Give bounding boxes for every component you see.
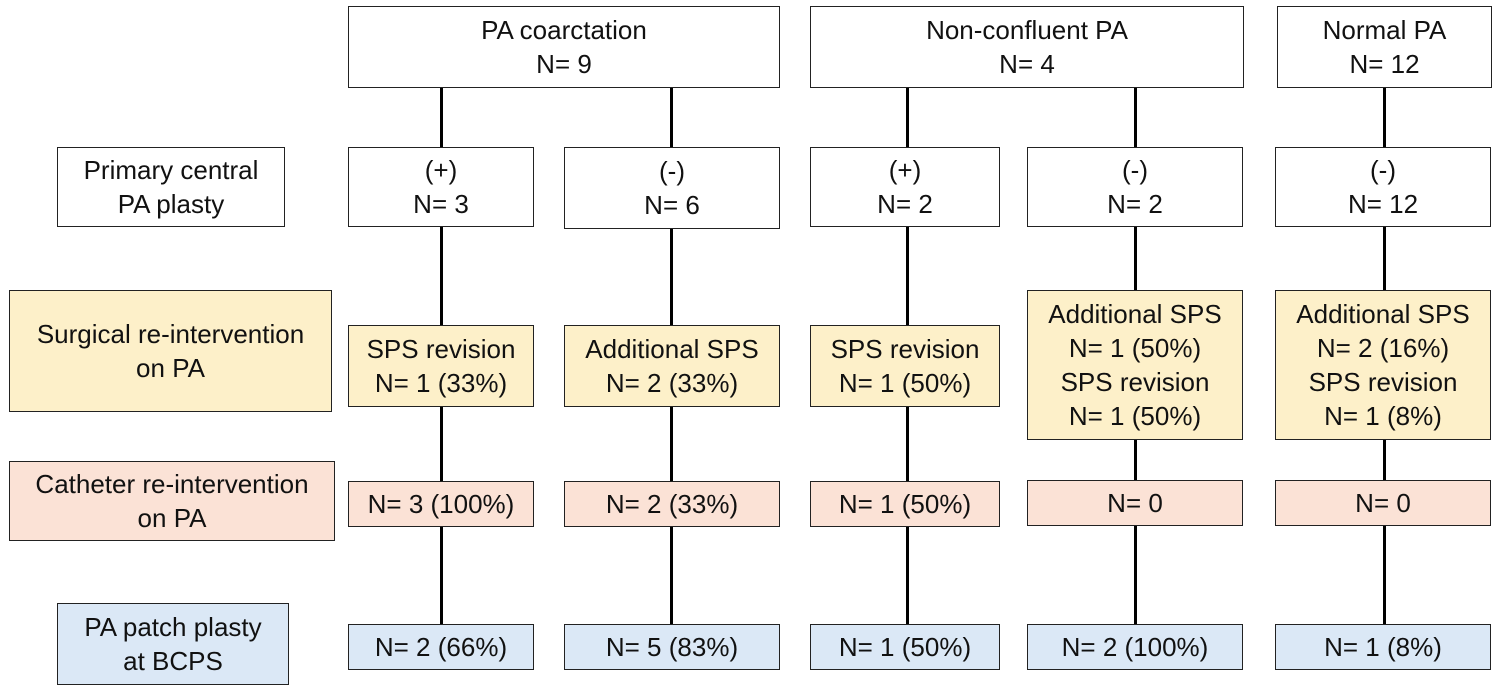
surgical-line: Additional SPS bbox=[1296, 299, 1470, 329]
primary-sign: (+) bbox=[424, 155, 458, 185]
primary-plasty-box: (+) N= 2 bbox=[810, 147, 1000, 227]
patch-count: N= 1 (8%) bbox=[1324, 632, 1442, 662]
patch-plasty-box: N= 1 (50%) bbox=[810, 624, 1000, 670]
catheter-count: N= 0 bbox=[1355, 488, 1411, 518]
surgical-line: N= 1 (50%) bbox=[1068, 333, 1202, 363]
surgical-reintervention-box: Additional SPS N= 1 (50%) SPS revision N… bbox=[1027, 290, 1243, 440]
group-count: N= 4 bbox=[999, 49, 1055, 79]
patch-plasty-box: N= 1 (8%) bbox=[1275, 624, 1491, 670]
primary-sign: (+) bbox=[888, 155, 922, 185]
primary-count: N= 6 bbox=[644, 190, 700, 220]
surgical-line: Additional SPS bbox=[585, 334, 759, 364]
surgical-reintervention-box: Additional SPS N= 2 (16%) SPS revision N… bbox=[1275, 290, 1491, 440]
primary-count: N= 3 bbox=[413, 189, 469, 219]
patch-count: N= 2 (100%) bbox=[1061, 632, 1209, 662]
group-title: Normal PA bbox=[1322, 15, 1447, 45]
surgical-line: N= 1 (33%) bbox=[374, 368, 508, 398]
row-label-line: Catheter re-intervention bbox=[35, 469, 309, 499]
catheter-reintervention-box: N= 0 bbox=[1275, 480, 1491, 526]
surgical-line: Additional SPS bbox=[1048, 299, 1222, 329]
primary-count: N= 2 bbox=[1107, 189, 1163, 219]
row-label-line: PA plasty bbox=[117, 189, 225, 219]
primary-sign: (-) bbox=[1370, 155, 1396, 185]
catheter-reintervention-box: N= 1 (50%) bbox=[810, 481, 1000, 527]
patch-plasty-box: N= 2 (66%) bbox=[348, 624, 534, 670]
surgical-reintervention-box: Additional SPS N= 2 (33%) bbox=[564, 325, 780, 407]
primary-count: N= 2 bbox=[877, 189, 933, 219]
catheter-count: N= 2 (33%) bbox=[605, 489, 739, 519]
surgical-line: N= 1 (8%) bbox=[1324, 401, 1442, 431]
catheter-reintervention-box: N= 3 (100%) bbox=[348, 481, 534, 527]
row-label-line: PA patch plasty bbox=[84, 612, 262, 642]
group-header-pa-coarctation: PA coarctation N= 9 bbox=[348, 6, 780, 88]
group-header-non-confluent-pa: Non-confluent PA N= 4 bbox=[810, 6, 1244, 88]
primary-plasty-box: (-) N= 12 bbox=[1275, 147, 1491, 227]
primary-plasty-box: (+) N= 3 bbox=[348, 147, 534, 227]
surgical-line: N= 1 (50%) bbox=[1068, 401, 1202, 431]
row-label-surgical-re-intervention: Surgical re-intervention on PA bbox=[9, 290, 332, 412]
primary-plasty-box: (-) N= 6 bbox=[564, 147, 780, 229]
surgical-reintervention-box: SPS revision N= 1 (50%) bbox=[810, 325, 1000, 407]
row-label-line: on PA bbox=[136, 353, 205, 383]
group-count: N= 12 bbox=[1349, 49, 1420, 79]
patch-count: N= 5 (83%) bbox=[605, 632, 739, 662]
primary-sign: (-) bbox=[1122, 155, 1148, 185]
surgical-line: SPS revision bbox=[1060, 367, 1210, 397]
group-title: Non-confluent PA bbox=[926, 15, 1128, 45]
patch-plasty-box: N= 5 (83%) bbox=[564, 624, 780, 670]
row-label-line: on PA bbox=[137, 503, 207, 533]
catheter-count: N= 3 (100%) bbox=[367, 489, 515, 519]
group-header-normal-pa: Normal PA N= 12 bbox=[1277, 6, 1492, 88]
row-label-primary-central-pa-plasty: Primary central PA plasty bbox=[57, 147, 285, 227]
surgical-line: N= 2 (16%) bbox=[1316, 333, 1450, 363]
row-label-line: at BCPS bbox=[123, 646, 223, 676]
patch-count: N= 2 (66%) bbox=[374, 632, 508, 662]
surgical-line: SPS revision bbox=[1308, 367, 1458, 397]
group-count: N= 9 bbox=[536, 49, 592, 79]
surgical-line: N= 1 (50%) bbox=[838, 368, 972, 398]
surgical-line: SPS revision bbox=[830, 334, 980, 364]
group-title: PA coarctation bbox=[481, 15, 647, 45]
catheter-count: N= 1 (50%) bbox=[838, 489, 972, 519]
surgical-reintervention-box: SPS revision N= 1 (33%) bbox=[348, 325, 534, 407]
surgical-line: SPS revision bbox=[366, 334, 516, 364]
patch-count: N= 1 (50%) bbox=[838, 632, 972, 662]
row-label-catheter-re-intervention: Catheter re-intervention on PA bbox=[9, 461, 335, 541]
row-label-line: Primary central bbox=[83, 155, 259, 185]
primary-plasty-box: (-) N= 2 bbox=[1027, 147, 1243, 227]
surgical-line: N= 2 (33%) bbox=[605, 368, 739, 398]
primary-sign: (-) bbox=[659, 156, 685, 186]
primary-count: N= 12 bbox=[1347, 189, 1419, 219]
catheter-count: N= 0 bbox=[1107, 488, 1163, 518]
row-label-line: Surgical re-intervention bbox=[36, 319, 305, 349]
catheter-reintervention-box: N= 0 bbox=[1027, 480, 1243, 526]
row-label-pa-patch-plasty: PA patch plasty at BCPS bbox=[57, 603, 289, 685]
catheter-reintervention-box: N= 2 (33%) bbox=[564, 481, 780, 527]
patch-plasty-box: N= 2 (100%) bbox=[1027, 624, 1243, 670]
